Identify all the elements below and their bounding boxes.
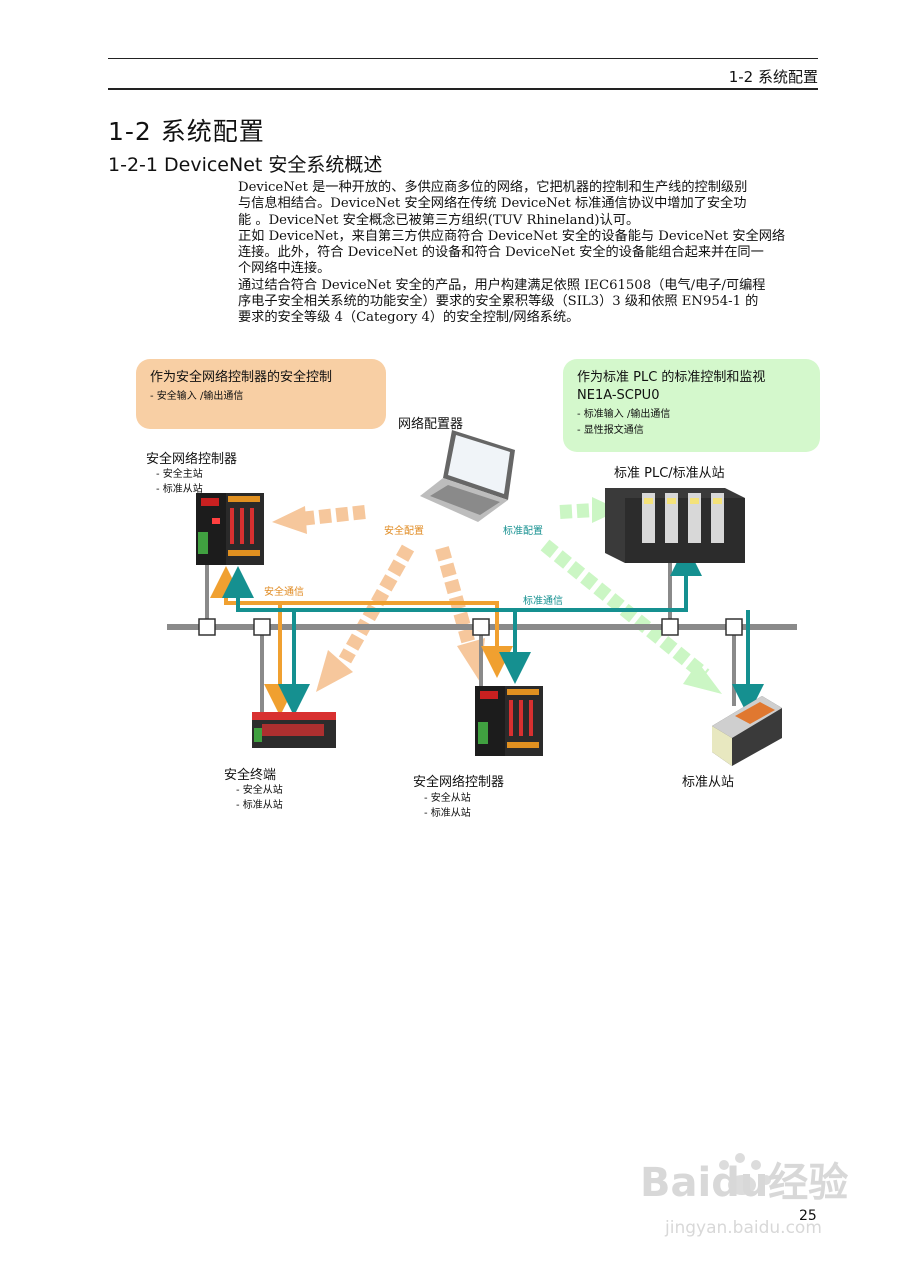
body-line: 连接。此外，符合 DeviceNet 的设备和符合 DeviceNet 安全的设… (238, 245, 764, 261)
std-slave-label: 标准从站 (682, 775, 735, 790)
body-line: 个网络中连接。 (238, 261, 331, 277)
running-header: 1-2 系统配置 (728, 68, 818, 86)
callout-standard-model: NE1A-SCPU0 (577, 388, 660, 403)
controller-bottom-sub: - 标准从站 (424, 808, 471, 819)
controller-top-device (196, 493, 264, 565)
header-rule-bottom (108, 88, 818, 90)
terminal-sub: - 安全从站 (236, 785, 283, 796)
controller-top-sub: - 标准从站 (156, 484, 203, 495)
safety-comm-label: 安全通信 (264, 587, 304, 598)
callout-safety-item: - 安全输入 /输出通信 (150, 391, 244, 402)
controller-bottom-label: 安全网络控制器 (413, 775, 505, 790)
controller-top-sub: - 安全主站 (156, 469, 203, 480)
controller-top-label: 安全网络控制器 (146, 452, 238, 467)
safety-config-label: 安全配置 (384, 526, 424, 537)
configurator-label: 网络配置器 (398, 417, 464, 432)
callout-standard-control: 作为标准 PLC 的标准控制和监视 NE1A-SCPU0 - 标准输入 /输出通… (563, 359, 820, 452)
callout-safety-title: 作为安全网络控制器的安全控制 (150, 370, 333, 385)
watermark-paw-icon (719, 1153, 771, 1195)
safety-config-arrow-left (272, 505, 366, 534)
watermark-logo: Baidu经验 (640, 1160, 849, 1206)
callout-safety-control: 作为安全网络控制器的安全控制 - 安全输入 /输出通信 (136, 359, 386, 429)
standard-comm-paths (222, 544, 764, 716)
body-line: 序电子安全相关系统的功能安全）要求的安全累积等级（SIL3）3 级和依照 EN9… (238, 294, 759, 310)
body-line: 正如 DeviceNet，来自第三方供应商符合 DeviceNet 安全的设备能… (238, 228, 786, 244)
controller-bottom-device (475, 686, 543, 756)
safety-terminal-device (252, 712, 336, 748)
body-paragraphs: DeviceNet 是一种开放的、多供应商多位的网络，它把机器的控制和生产线的控… (238, 180, 822, 327)
watermark-url: jingyan.baidu.com (665, 1218, 822, 1238)
body-line: 能 。DeviceNet 安全概念已被第三方组织(TUV Rhineland)认… (238, 212, 640, 228)
callout-standard-item: - 标准输入 /输出通信 (577, 409, 671, 420)
terminal-label: 安全终端 (224, 768, 277, 783)
terminal-sub: - 标准从站 (236, 800, 283, 811)
standard-config-label: 标准配置 (503, 526, 543, 537)
standard-comm-label: 标准通信 (523, 596, 563, 607)
controller-bottom-sub: - 安全从站 (424, 793, 471, 804)
section-title: 1-2 系统配置 (108, 117, 265, 146)
safety-config-arrow-down-left (316, 544, 415, 692)
callout-standard-title: 作为标准 PLC 的标准控制和监视 (577, 370, 766, 385)
body-line: 与信息相结合。DeviceNet 安全网络在传统 DeviceNet 标准通信协… (238, 196, 747, 212)
standard-config-arrow-down (540, 539, 722, 694)
plc-label: 标准 PLC/标准从站 (614, 466, 725, 481)
page-number: 25 (799, 1208, 817, 1224)
header-rule-top (108, 58, 818, 59)
body-line: DeviceNet 是一种开放的、多供应商多位的网络，它把机器的控制和生产线的控… (238, 180, 748, 195)
standard-slave-device (712, 696, 782, 766)
subsection-title: 1-2-1 DeviceNet 安全系统概述 (108, 154, 383, 176)
callout-standard-item: - 显性报文通信 (577, 425, 644, 436)
safety-config-arrow-down-right (435, 546, 485, 682)
plc-rack-device (605, 488, 745, 563)
laptop-configurator-icon (420, 430, 515, 522)
body-line: 要求的安全等级 4（Category 4）的安全控制/网络系统。 (238, 310, 580, 326)
tap-boxes (198, 618, 743, 636)
body-line: 通过结合符合 DeviceNet 安全的产品，用户构建满足依照 IEC61508… (238, 277, 766, 293)
